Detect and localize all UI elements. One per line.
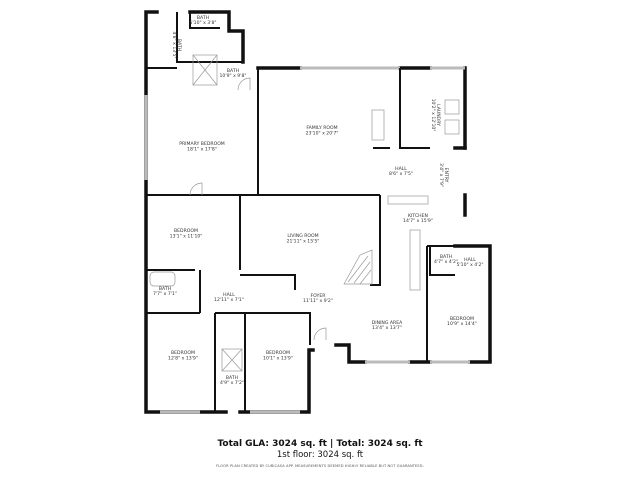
disclaimer: FLOOR PLAN CREATED BY CUBICASA APP. MEAS… <box>216 464 424 468</box>
room-label-laundry: LAUNDRY10'2" x 12'10" <box>430 99 441 132</box>
exterior-walls <box>144 10 492 414</box>
total-area: Total GLA: 3024 sq. ft | Total: 3024 sq.… <box>217 439 423 449</box>
fixtures <box>149 54 460 372</box>
floor-area: 1st floor: 3024 sq. ft <box>276 450 364 460</box>
interior-walls <box>146 12 455 412</box>
room-label-entry: ENTRY3'4" x 7'9" <box>438 163 449 187</box>
room-label-bath-2: BATH4'8" x 13'5" <box>171 31 182 58</box>
windows <box>144 66 470 414</box>
